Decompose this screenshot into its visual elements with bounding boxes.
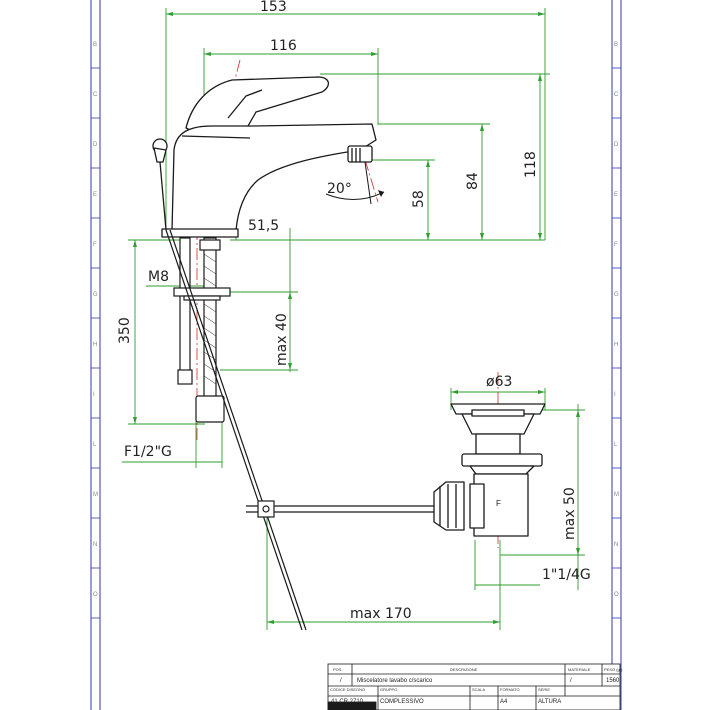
- frame-letter: E: [614, 192, 618, 198]
- dim-total-length: 153: [260, 0, 287, 15]
- waste-rod: [246, 500, 436, 518]
- popup-waste: [433, 403, 546, 537]
- frame-ticks: [91, 67, 621, 619]
- tb-codice: 41 CR 2710: [331, 699, 364, 705]
- dimension-arrows: [133, 12, 580, 624]
- tb-label-codice: CODICE DISEGNO: [330, 687, 365, 692]
- dim-spout-height: 84: [465, 172, 481, 190]
- frame-letter: B: [614, 42, 618, 48]
- frame-letter: G: [614, 292, 619, 298]
- frame-letter: H: [614, 342, 618, 348]
- tb-header-descrizione: DESCRIZIONE: [450, 667, 478, 672]
- frame-letter: N: [93, 542, 97, 548]
- tb-serie: ALTURA: [538, 699, 561, 705]
- frame-letter: F: [93, 242, 97, 248]
- dim-waste-diameter: ø63: [486, 374, 512, 390]
- tb-label-formato: FORMATO: [500, 687, 520, 692]
- frame-letter: M: [93, 492, 98, 498]
- dim-spout-length: 116: [270, 38, 297, 54]
- dim-rod-max: max 170: [350, 606, 412, 622]
- frame-letter: L: [614, 442, 618, 448]
- tb-gruppo: COMPLESSIVO: [380, 699, 424, 705]
- pull-rod: [165, 229, 307, 631]
- frame-letters-left: B C D E F G H I L M N O: [93, 42, 98, 598]
- frame-letter: B: [93, 42, 97, 48]
- frame-letter: C: [93, 92, 98, 98]
- title-block: [327, 663, 621, 710]
- dim-spout-angle: 20°: [327, 181, 352, 197]
- drawing-frame: [90, 0, 622, 710]
- angle-ref: [364, 161, 372, 205]
- dim-body-offset: 51,5: [248, 218, 279, 234]
- tb-header-materiale: MATERIALE: [568, 667, 591, 672]
- dim-thread-m8: M8: [148, 269, 169, 285]
- tb-descrizione: Miscelatore lavabo c/scarico: [357, 678, 433, 684]
- tb-label-gruppo: GRUPPO: [380, 687, 397, 692]
- frame-letter: L: [93, 442, 97, 448]
- frame-letter: G: [93, 292, 98, 298]
- faucet-body: [152, 76, 377, 238]
- dimension-labels: 153 116 118 84 58 20° 51,5 M8 350 max 40…: [117, 0, 591, 622]
- angle-arrow: [378, 190, 384, 197]
- dim-waste-max: max 50: [562, 487, 578, 540]
- tb-label-scala: SCALA: [472, 687, 485, 692]
- frame-letter: I: [614, 392, 616, 398]
- tb-label-serie: SERIE: [538, 687, 550, 692]
- waste-marker: F: [496, 499, 501, 508]
- tb-header-pos: POS.: [333, 667, 343, 672]
- title-block-text: POS. DESCRIZIONE MATERIALE PESO (gr) / M…: [330, 667, 623, 705]
- frame-letter: O: [614, 592, 619, 598]
- angle-arc: [325, 191, 385, 200]
- dim-waste-thread: 1"1/4G: [542, 567, 591, 583]
- frame-letter: H: [93, 342, 97, 348]
- dim-hose-length: 350: [117, 317, 133, 344]
- tb-peso: 1560: [606, 678, 620, 684]
- dim-inlet-thread: F1/2"G: [124, 444, 172, 460]
- frame-letter: I: [93, 392, 95, 398]
- dim-deck-max: max 40: [274, 313, 290, 366]
- dim-clearance-height: 58: [411, 190, 427, 208]
- frame-letter: D: [93, 142, 98, 148]
- frame-letters-right: B C D E F G H I L M N O: [614, 42, 619, 598]
- frame-letter: F: [614, 242, 618, 248]
- tb-pos: /: [340, 678, 342, 684]
- tb-materiale: /: [570, 678, 572, 684]
- frame-letter: D: [614, 142, 619, 148]
- hose-braid: [203, 253, 217, 385]
- frame-letter: M: [614, 492, 619, 498]
- frame-letter: O: [93, 592, 98, 598]
- dim-total-height: 118: [523, 151, 539, 178]
- tb-formato: A4: [500, 699, 508, 705]
- frame-letter: E: [93, 192, 97, 198]
- frame-letter: N: [614, 542, 618, 548]
- tb-header-peso: PESO (gr): [604, 667, 623, 672]
- frame-letter: C: [614, 92, 619, 98]
- dimension-lines: [122, 8, 585, 630]
